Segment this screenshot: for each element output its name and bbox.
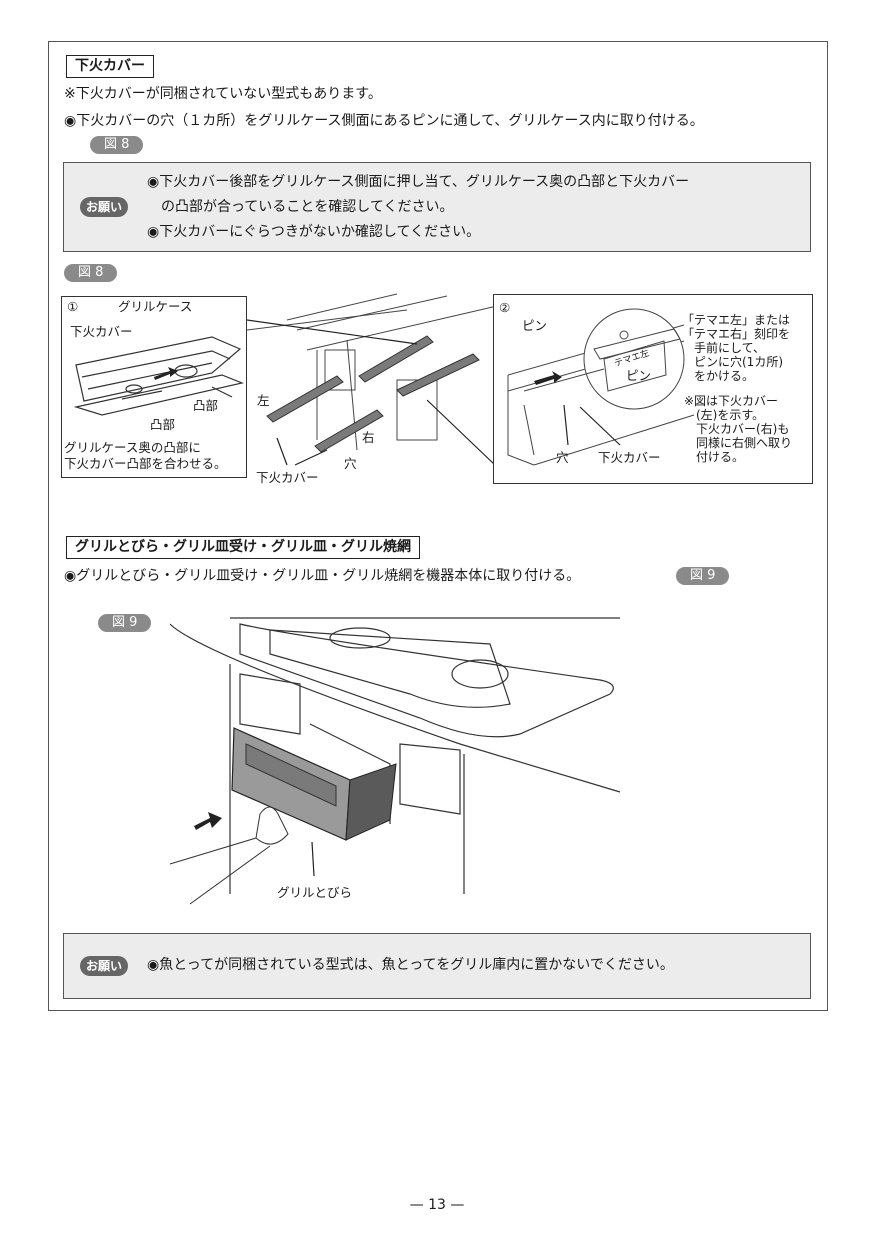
panel1-label-lower-cover: 下火カバー [70,324,133,339]
page-number: — 13 — [409,1197,465,1213]
figure-ref-8: 図 8 [90,136,144,154]
request-line-3: ◉下火カバーにぐらつきがないか確認してください。 [147,224,481,240]
panel2-extra-line5: 付ける。 [684,450,745,464]
panel2-illustration [507,308,695,466]
panel2-note-line2: 「テマエ右」刻印を [682,327,791,341]
panel2-note-line5: をかける。 [682,369,755,383]
panel1-caption-line2: 下火カバー凸部を合わせる。 [64,456,227,471]
panel1-illustration [73,336,245,416]
request-line-1: ◉下火カバー後部をグリルケース側面に押し当て、グリルケース奥の凸部と下火カバー [147,174,690,190]
figure8-panel1 [61,296,247,478]
request2-text: ◉魚とってが同梱されている型式は、魚とってをグリル庫内に置かないでください。 [147,957,674,973]
panel2-note-line4: ピンに穴(1カ所) [682,355,783,369]
label-grill-door: グリルとびら [277,885,353,900]
figure-ref-9: 図 9 [676,567,730,585]
panel2-extra-line3: 下火カバー(右)も [684,422,790,436]
request-badge-2: お願い [80,956,129,976]
panel1-caption-line1: グリルケース奥の凸部に [64,440,201,455]
panel2-note-line1: 「テマエ左」または [682,313,791,327]
note-not-bundled: ※下火カバーが同梱されていない型式もあります。 [64,86,382,102]
panel2-label-pin: ピン [522,318,548,333]
panel2-label-lower-cover: 下火カバー [598,450,661,465]
figure8-center-illustration [246,293,498,466]
panel1-label-boss-right: 凸部 [193,398,219,413]
panel2-extra-line4: 同様に右側へ取り [684,436,793,450]
figure8-panel2 [493,294,813,484]
request-badge-1: お願い [80,197,129,217]
figure9-illustration [169,617,621,905]
request-line-2: の凸部が合っていることを確認してください。 [147,199,454,215]
panel1-number: ① [67,299,79,314]
panel1-label-boss-left: 凸部 [150,417,176,432]
instruction-cover: ◉下火カバーの穴（１カ所）をグリルケース側面にあるピンに通して、グリルケース内に… [64,113,704,129]
figure-9-label: 図 9 [98,614,152,632]
panel2-note-line3: 手前にして、 [682,341,766,355]
panel2-extra-line1: ※図は下火カバー [684,394,779,408]
request-box-1 [63,162,811,252]
section-title-lower-fire-cover: 下火カバー [66,55,154,78]
figure-8-label: 図 8 [64,264,118,282]
center-label-left: 左 [257,393,270,408]
instruction-grill-door: ◉グリルとびら・グリル皿受け・グリル皿・グリル焼網を機器本体に取り付ける。 [64,568,581,584]
center-label-lower-cover: 下火カバー [256,470,319,485]
panel1-label-grill-case: グリルケース [118,299,193,314]
center-label-right: 右 [362,430,375,445]
content-frame [48,41,828,1011]
panel2-number: ② [499,300,511,315]
request-box-2 [63,933,811,999]
section-title-grill-door: グリルとびら・グリル皿受け・グリル皿・グリル焼網 [66,536,420,559]
panel2-label-pin-zoom: ピン [626,368,652,383]
panel2-extra-line2: (左)を示す。 [684,408,765,422]
center-label-hole: 穴 [344,456,357,471]
panel2-label-hole: 穴 [556,450,569,465]
